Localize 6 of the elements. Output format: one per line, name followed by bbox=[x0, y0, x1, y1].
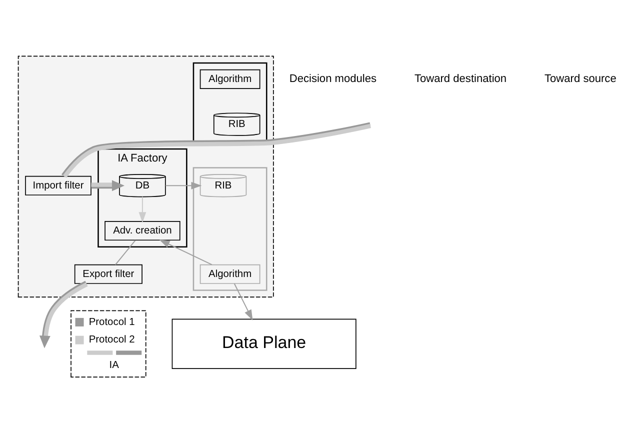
label: Toward source bbox=[544, 73, 616, 86]
label: Decision modules bbox=[289, 73, 377, 86]
label: Toward destination bbox=[414, 73, 507, 86]
legend-label: Protocol 2 bbox=[88, 334, 135, 346]
legend-label: IA bbox=[109, 360, 119, 372]
legend-label: Protocol 1 bbox=[88, 316, 135, 328]
